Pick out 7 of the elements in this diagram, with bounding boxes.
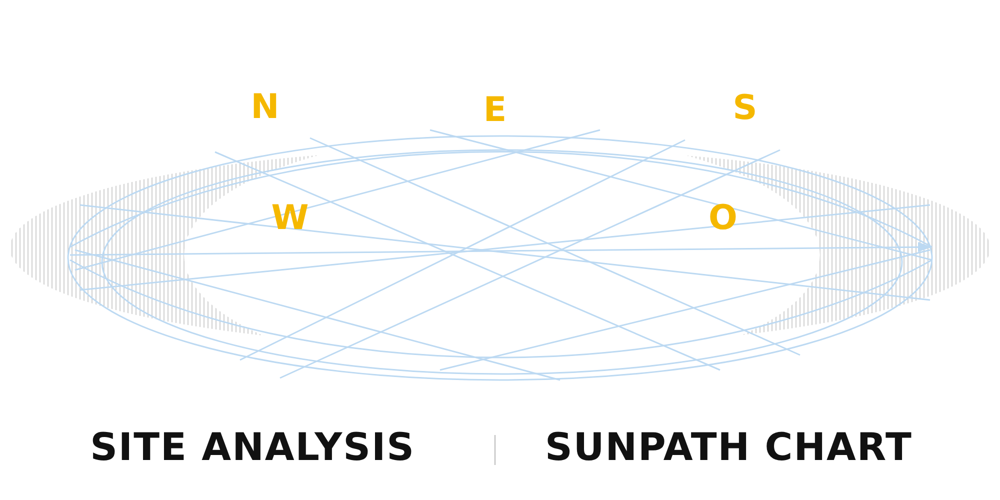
compass-letter: S bbox=[732, 91, 758, 125]
compass-letter: W bbox=[271, 201, 309, 235]
compass-letter: O bbox=[708, 201, 738, 235]
compass-letter: N bbox=[250, 90, 280, 124]
heading: SUNPATH CHART bbox=[545, 428, 912, 466]
heading: SITE ANALYSIS bbox=[90, 428, 415, 466]
compass-letter: E bbox=[483, 93, 507, 127]
